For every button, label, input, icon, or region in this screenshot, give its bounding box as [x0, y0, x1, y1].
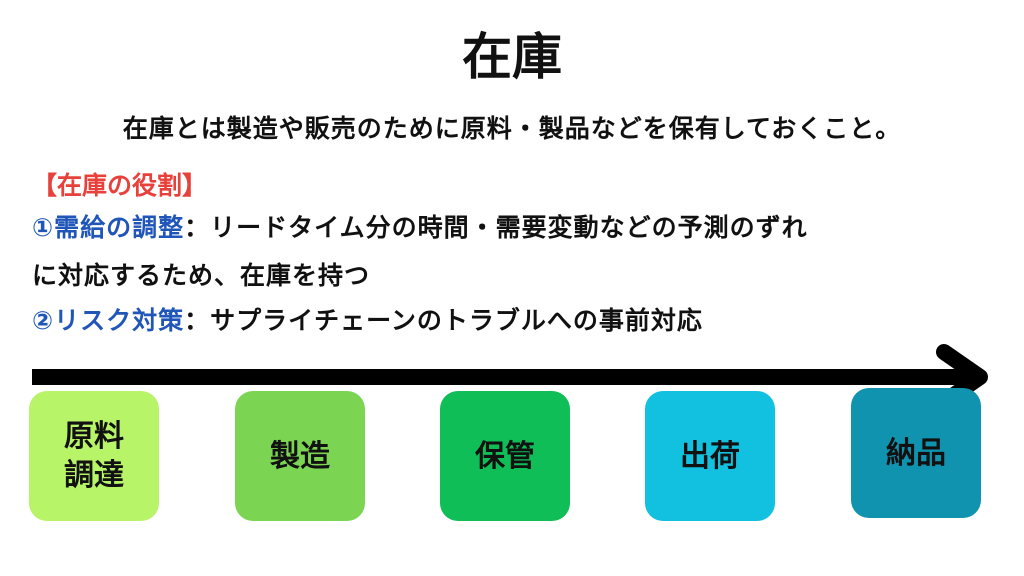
flow-step-procurement-line2: 調達: [64, 458, 124, 493]
role-item-supply-demand: ①需給の調整：リードタイム分の時間・需要変動などの予測のずれ: [32, 208, 808, 244]
role-text-risk-line1: ：サプライチェーンのトラブルへの事前対応: [184, 306, 703, 335]
role-label-supply-demand: ①需給の調整: [32, 213, 185, 242]
role-text-supply-demand-line1: ：リードタイム分の時間・需要変動などの予測のずれ: [184, 213, 808, 242]
role-text-supply-demand-line2: に対応するため、在庫を持つ: [32, 261, 371, 290]
roles-heading: 【在庫の役割】: [32, 171, 208, 200]
role-item-risk: ②リスク対策：サプライチェーンのトラブルへの事前対応: [32, 301, 703, 337]
flow-step-delivery: 納品: [851, 388, 981, 518]
definition-text: 在庫とは製造や販売のために原料・製品などを保有しておくこと。: [122, 114, 902, 143]
flow-step-procurement: 原料 調達: [29, 391, 159, 521]
page-title: 在庫: [462, 28, 562, 86]
role-item-supply-demand-continued: に対応するため、在庫を持つ: [32, 256, 370, 292]
flow-step-procurement-line1: 原料: [64, 419, 124, 454]
flow-step-manufacturing: 製造: [235, 391, 365, 521]
flow-step-storage: 保管: [440, 391, 570, 521]
flow-step-manufacturing-label: 製造: [270, 438, 330, 474]
role-label-risk: ②リスク対策: [32, 306, 185, 335]
flow-step-shipping-label: 出荷: [680, 438, 740, 474]
flow-step-shipping: 出荷: [645, 391, 775, 521]
flow-step-delivery-label: 納品: [886, 435, 946, 471]
flow-step-storage-label: 保管: [475, 438, 535, 474]
